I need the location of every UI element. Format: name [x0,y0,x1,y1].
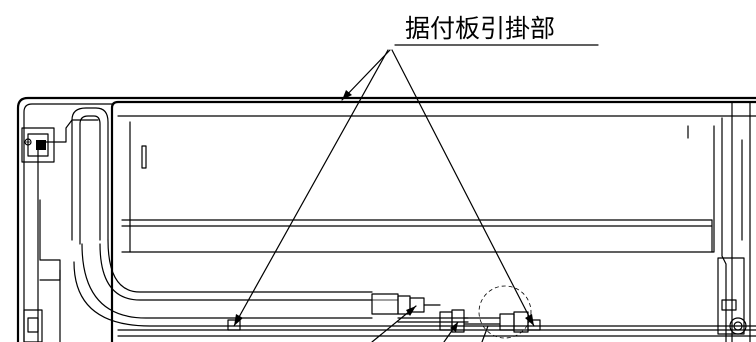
panel-slot [141,145,147,169]
drain-pipe-outer [107,239,373,293]
valve-body [499,313,515,331]
left-panel-outline [37,119,99,342]
right-clip [721,299,737,311]
refrigerant-piping [371,285,532,339]
heat-exchanger [121,121,715,253]
detail-circle [478,285,532,339]
drain-tray-outer [81,243,373,319]
leader-lines [233,49,535,327]
callout-label: 据付板引掛部 [405,14,555,43]
panel-top-edge [110,100,756,342]
hx-lower-rail [121,125,715,253]
hook-left [227,319,241,331]
leader-bottom-3 [481,325,489,342]
curved-pipe [71,107,109,245]
hanging-hooks [227,319,541,331]
drain-pan [59,239,756,342]
left-foot [23,309,43,342]
arrowhead-bottom-1 [406,306,416,316]
leader-line-right [391,49,535,327]
housing-inner-edge [23,103,113,342]
arrowhead-bottom-2 [450,322,458,332]
screw-icon [24,138,32,146]
drain-tray-edge [73,261,756,327]
left-bracket [39,199,61,281]
right-bracket [717,257,745,335]
right-side-panel [717,101,751,342]
flare-nut-2 [439,311,453,331]
pipe-sleeve [371,293,399,315]
drain-pipe-inner [99,243,373,301]
leader-line-top [341,49,391,101]
pipe-top-bend-outer [71,107,109,241]
unit-housing [16,96,756,342]
terminal-box [21,127,55,163]
leader-line-left [233,49,389,327]
terminal-block [36,140,46,150]
pipe-top-bend-inner [79,115,101,241]
secondary-leaders [371,305,489,342]
left-foot-inner [27,317,39,333]
hook-right [527,319,541,331]
valve-cap [513,311,529,333]
flare-nut-2b [451,309,465,333]
housing-outer-edge [16,96,756,342]
right-inner-edge [721,117,727,342]
